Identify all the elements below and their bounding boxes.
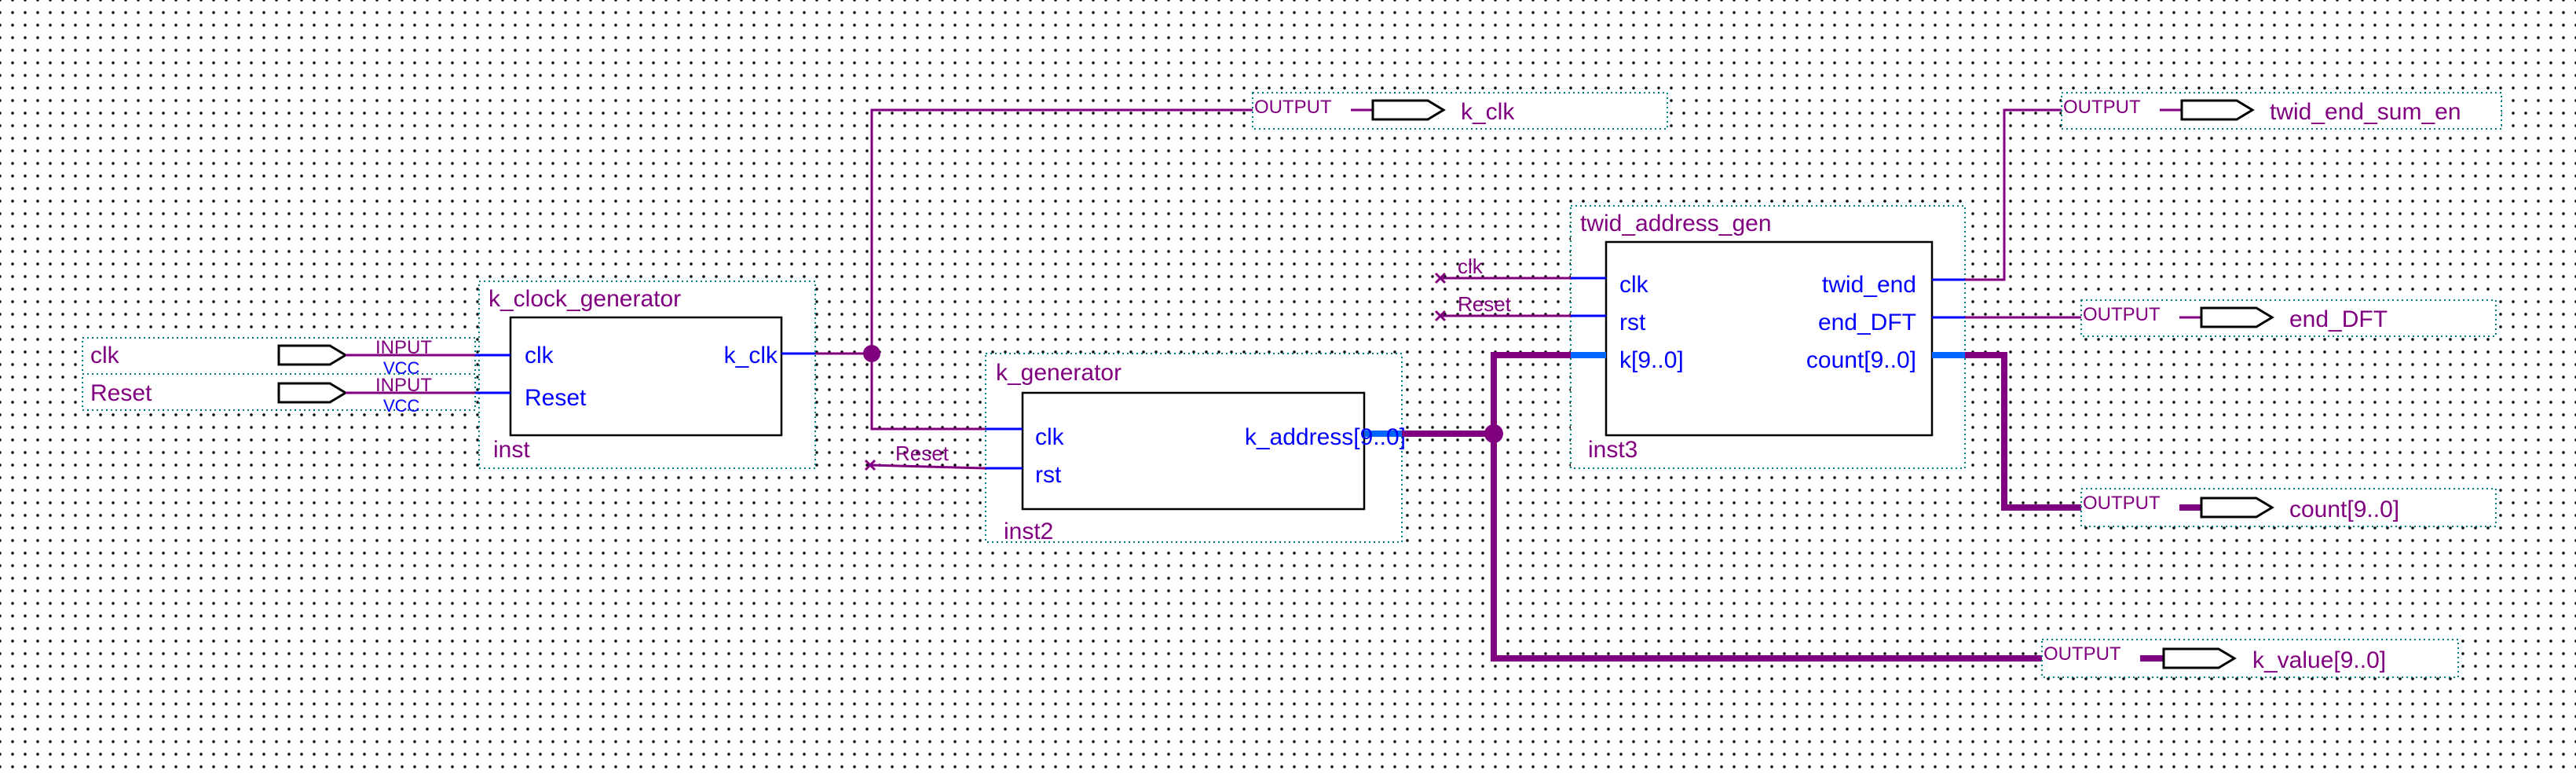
port-clk: clk <box>1619 272 1649 298</box>
input-pin-reset-arrow-icon <box>277 382 348 404</box>
output-pin-twid-end-sum-en-kind: OUTPUT <box>2063 97 2141 118</box>
output-pin-count-arrow-icon <box>2200 497 2274 519</box>
output-pin-twid-end-sum-en-frame <box>2061 92 2502 130</box>
output-pin-twid-end-sum-en[interactable]: OUTPUT twid_end_sum_en <box>2061 92 2502 130</box>
output-pin-count-frame <box>2080 488 2497 527</box>
output-pin-k-clk-label: k_clk <box>1461 99 1515 125</box>
net-k-address-bus <box>1402 352 2058 662</box>
output-pin-count[interactable]: OUTPUT count[9..0] <box>2080 488 2497 527</box>
block-twid-address-gen-instance: inst3 <box>1588 437 1637 463</box>
block-twid-address-gen-name: twid_address_gen <box>1580 211 1772 236</box>
output-pin-end-dft-label: end_DFT <box>2289 306 2388 332</box>
block-k-generator-name: k_generator <box>996 360 1122 386</box>
net-twid-end <box>1965 108 2062 281</box>
port-rst: rst <box>1035 462 1062 488</box>
output-pin-end-dft-frame <box>2080 299 2497 337</box>
output-pin-end-dft-arrow-icon <box>2200 306 2274 328</box>
block-k-clock-generator-body <box>509 316 783 437</box>
output-pin-k-value-label: k_value[9..0] <box>2252 647 2386 673</box>
terminal-k-gen-reset-label: Reset <box>895 442 950 465</box>
net-count-bus <box>1965 352 2093 511</box>
input-pin-clk-label: clk <box>90 343 120 368</box>
block-twid-address-gen[interactable]: twid_address_gen clk rst k[9..0] twid_en… <box>1570 205 1966 469</box>
terminal-twid-clk: clk <box>1434 255 1571 284</box>
output-pin-end-dft-kind: OUTPUT <box>2083 304 2161 325</box>
junction-dot <box>863 345 880 362</box>
terminal-twid-reset: Reset <box>1434 292 1571 322</box>
block-twid-address-gen-body <box>1605 240 1934 437</box>
block-k-generator[interactable]: k_generator clk rst k_address[9..0] inst… <box>985 353 1406 544</box>
port-count: count[9..0] <box>1806 347 1916 373</box>
output-pin-k-clk[interactable]: OUTPUT k_clk <box>1252 92 1668 130</box>
port-clk: clk <box>1035 424 1065 450</box>
output-pin-count-label: count[9..0] <box>2289 497 2399 522</box>
port-clk: clk <box>525 343 554 368</box>
junction-dot <box>1484 424 1503 443</box>
terminal-twid-reset-label: Reset <box>1458 292 1512 316</box>
output-pin-k-clk-arrow-icon <box>1371 99 1446 121</box>
output-pin-k-value[interactable]: OUTPUT k_value[9..0] <box>2041 639 2459 678</box>
output-pin-k-clk-kind: OUTPUT <box>1254 97 1332 118</box>
output-pin-k-clk-frame <box>1252 92 1668 130</box>
output-pin-end-dft[interactable]: OUTPUT end_DFT <box>2080 299 2497 337</box>
port-end-dft: end_DFT <box>1818 310 1916 335</box>
port-k: k[9..0] <box>1619 347 1684 373</box>
port-k-address: k_address[9..0] <box>1245 424 1406 450</box>
output-pin-k-value-arrow-icon <box>2162 647 2237 669</box>
block-k-clock-generator-name: k_clock_generator <box>488 286 681 312</box>
input-pin-reset-kind: INPUT <box>375 375 432 396</box>
terminal-twid-clk-label: clk <box>1458 255 1484 278</box>
port-reset: Reset <box>525 385 587 411</box>
port-rst: rst <box>1619 310 1646 335</box>
output-pin-k-value-kind: OUTPUT <box>2044 643 2121 665</box>
output-pin-k-value-frame <box>2041 639 2459 678</box>
input-pin-reset[interactable]: Reset INPUT VCC <box>82 373 476 416</box>
block-k-generator-body <box>1021 391 1366 511</box>
input-pin-clk-arrow-icon <box>277 344 348 366</box>
block-k-clock-generator-instance: inst <box>493 437 530 463</box>
input-pin-clk[interactable]: clk INPUT VCC <box>82 337 476 378</box>
input-pin-reset-label: Reset <box>90 380 152 406</box>
net-k-clk <box>815 108 1288 431</box>
port-k-clk: k_clk <box>724 343 778 368</box>
output-pin-twid-end-sum-en-arrow-icon <box>2180 99 2255 121</box>
output-pin-twid-end-sum-en-label: twid_end_sum_en <box>2270 99 2461 125</box>
block-k-generator-instance: inst2 <box>1004 519 1053 544</box>
input-pin-reset-default: VCC <box>383 396 420 416</box>
terminal-k-gen-reset: Reset <box>864 442 986 471</box>
block-k-clock-generator[interactable]: k_clock_generator clk Reset k_clk inst <box>475 280 816 469</box>
output-pin-count-kind: OUTPUT <box>2083 493 2161 514</box>
input-pin-clk-kind: INPUT <box>375 337 432 358</box>
port-twid-end: twid_end <box>1822 272 1916 298</box>
